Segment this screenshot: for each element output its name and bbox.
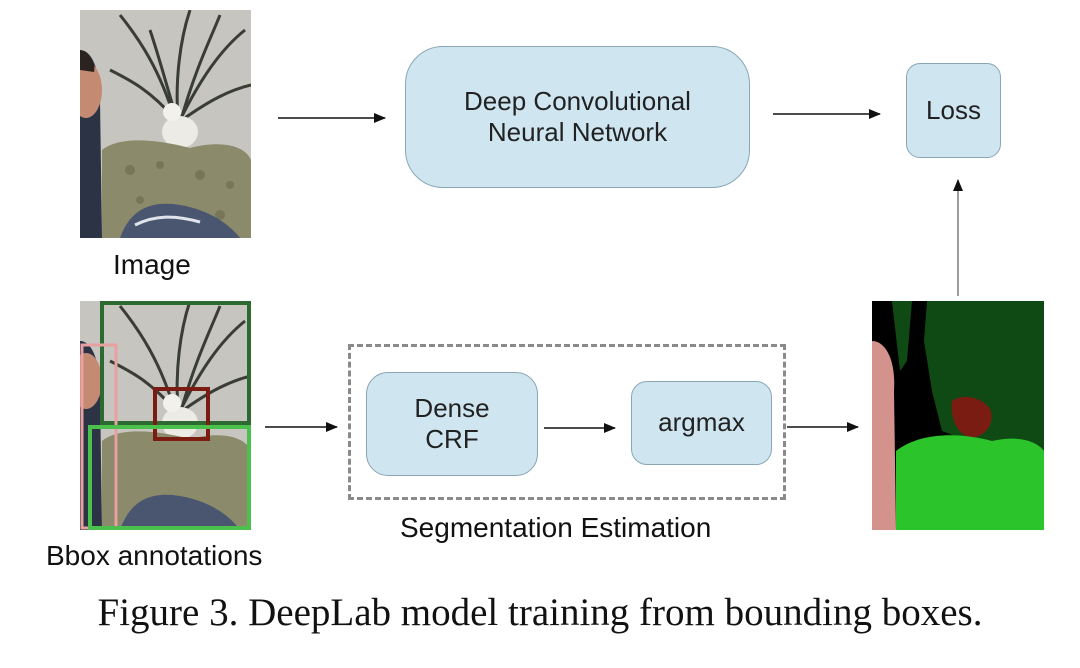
argmax-label: argmax xyxy=(658,407,745,438)
input-image xyxy=(70,9,252,238)
dcnn-node: Deep Convolutional Neural Network xyxy=(405,46,750,188)
segmentation-output-image xyxy=(872,301,1044,530)
argmax-node: argmax xyxy=(631,381,772,465)
dense-crf-label: Dense CRF xyxy=(414,392,490,454)
bbox-sofa xyxy=(88,425,251,530)
segmentation-mask-illustration xyxy=(872,301,1044,530)
bbox-cat xyxy=(153,387,210,441)
figure-caption: Figure 3. DeepLab model training from bo… xyxy=(97,591,983,634)
dense-crf-node: Dense CRF xyxy=(366,372,538,476)
loss-label: Loss xyxy=(926,94,981,125)
segmentation-estimation-group xyxy=(348,344,786,500)
loss-node: Loss xyxy=(906,63,1001,158)
image-label: Image xyxy=(113,249,191,280)
bbox-annotations-label: Bbox annotations xyxy=(46,540,263,571)
bbox-plant xyxy=(100,301,251,425)
input-photo-illustration xyxy=(70,9,252,238)
dcnn-label: Deep Convolutional Neural Network xyxy=(464,85,691,147)
segmentation-estimation-label: Segmentation Estimation xyxy=(400,512,712,543)
